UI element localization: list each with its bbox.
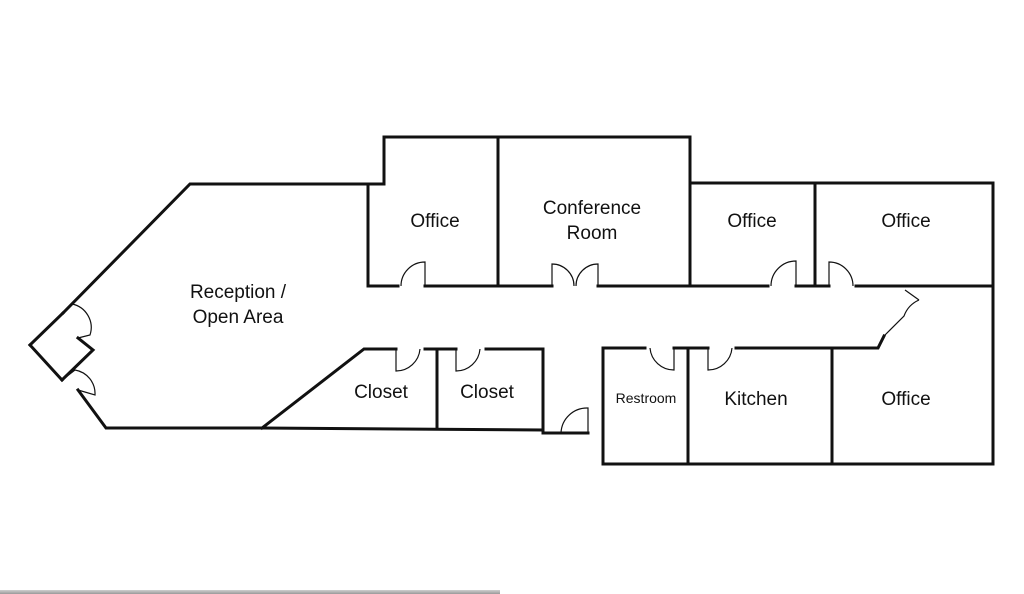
label-office-3: Office bbox=[881, 211, 930, 232]
door-entrance-upper bbox=[62, 303, 92, 339]
door-conference-left bbox=[551, 263, 575, 287]
label-kitchen: Kitchen bbox=[724, 389, 787, 410]
label-reception: Reception /Open Area bbox=[190, 282, 287, 328]
door-kitchen bbox=[707, 347, 733, 371]
doors bbox=[61, 260, 920, 434]
interior-walls bbox=[259, 135, 995, 466]
outer-walls bbox=[27, 135, 995, 466]
door-conference-right bbox=[575, 263, 599, 287]
door-office-3 bbox=[828, 261, 854, 287]
label-office-2: Office bbox=[727, 211, 776, 232]
door-office-4-b bbox=[904, 289, 920, 301]
label-restroom: Restroom bbox=[616, 390, 677, 406]
door-office-2 bbox=[770, 260, 797, 287]
door-closet-1 bbox=[395, 348, 421, 372]
door-closet-2 bbox=[455, 348, 481, 372]
door-office-1 bbox=[400, 261, 426, 287]
door-restroom bbox=[649, 347, 675, 371]
image-edge-strip bbox=[0, 590, 500, 594]
label-office-4: Office bbox=[881, 389, 930, 410]
door-rear-exit bbox=[560, 407, 589, 434]
label-office-1: Office bbox=[410, 211, 459, 232]
door-entrance-lower bbox=[61, 369, 96, 396]
door-office-4 bbox=[883, 299, 920, 337]
label-closet-1: Closet bbox=[354, 382, 409, 403]
label-closet-2: Closet bbox=[460, 382, 515, 403]
